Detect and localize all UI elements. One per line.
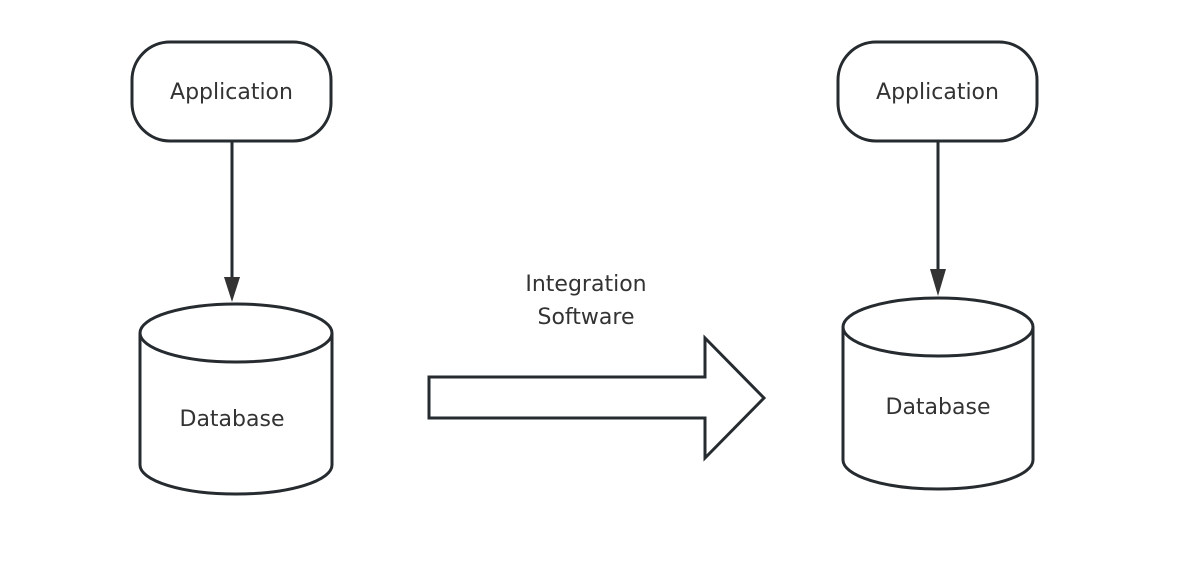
left-database-label: Database [180, 407, 285, 432]
right-application-shape [836, 40, 1039, 143]
integration-label-line2: Software [538, 305, 635, 330]
right-application-label: Application [876, 80, 999, 105]
right-database-node[interactable]: Database [841, 296, 1035, 491]
right-database-body [841, 327, 1035, 491]
right-connector-arrow [930, 142, 946, 296]
left-application-label: Application [170, 80, 293, 105]
left-arrowhead-icon [224, 277, 240, 302]
right-arrowhead-icon [930, 269, 946, 296]
integration-label: Integration Software [525, 272, 646, 330]
left-database-node[interactable]: Database [138, 302, 334, 496]
left-application-shape [130, 40, 333, 143]
right-database-label: Database [886, 395, 991, 420]
right-application-node[interactable]: Application [836, 40, 1039, 143]
integration-label-line1: Integration [525, 272, 646, 297]
integration-arrow-icon [427, 334, 767, 462]
right-database-top [841, 296, 1035, 358]
left-database-top [138, 302, 334, 364]
left-connector-arrow [224, 142, 240, 302]
left-application-node[interactable]: Application [130, 40, 333, 143]
left-database-body [138, 333, 334, 496]
